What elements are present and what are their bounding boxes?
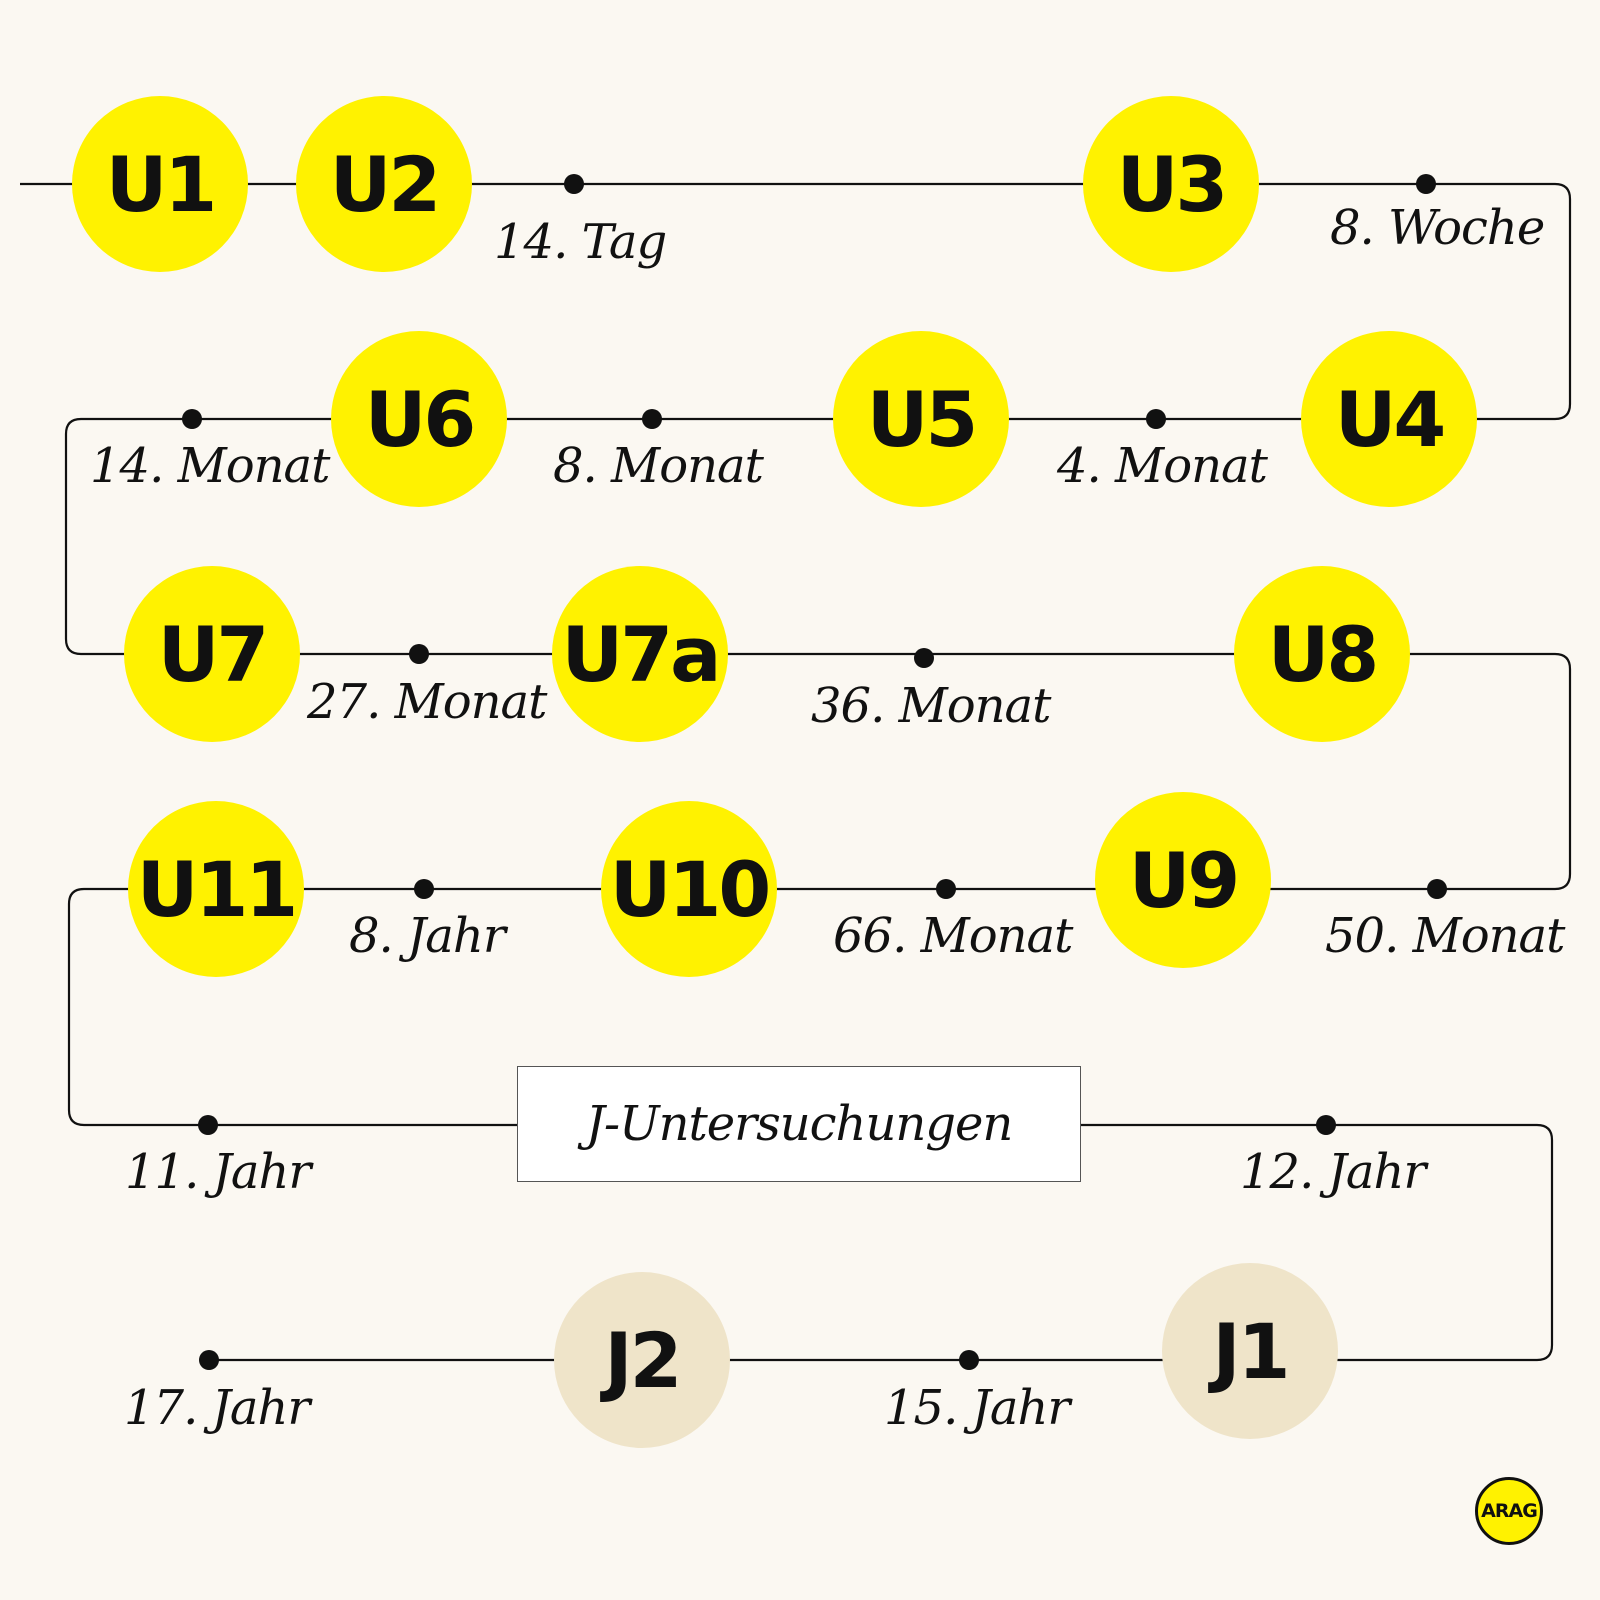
age-label-14-monat: 14. Monat (90, 438, 330, 494)
exam-u7a: U7a (552, 566, 728, 742)
exam-u9: U9 (1095, 792, 1271, 968)
age-dot (1146, 409, 1166, 429)
age-dot (1427, 879, 1447, 899)
j-section-label: J-Untersuchungen (517, 1066, 1081, 1182)
age-dot (936, 879, 956, 899)
age-dot (414, 879, 434, 899)
age-label-8-jahr: 8. Jahr (349, 908, 506, 964)
age-dot (959, 1350, 979, 1370)
exam-u5: U5 (833, 331, 1009, 507)
age-label-4-monat: 4. Monat (1057, 438, 1268, 494)
age-label-11-jahr: 11. Jahr (125, 1144, 311, 1200)
age-label-8-woche: 8. Woche (1330, 200, 1545, 256)
exam-u6: U6 (331, 331, 507, 507)
arag-logo: ARAG (1475, 1477, 1543, 1545)
age-dot (182, 409, 202, 429)
exam-u1: U1 (72, 96, 248, 272)
age-label-27-monat: 27. Monat (307, 674, 547, 730)
exam-u3: U3 (1083, 96, 1259, 272)
exam-u8: U8 (1234, 566, 1410, 742)
age-dot (409, 644, 429, 664)
age-dot (564, 174, 584, 194)
age-dot (1416, 174, 1436, 194)
age-dot (1316, 1115, 1336, 1135)
age-dot (198, 1115, 218, 1135)
age-label-50-monat: 50. Monat (1325, 908, 1565, 964)
age-dot (642, 409, 662, 429)
exam-u11: U11 (128, 801, 304, 977)
exam-j2: J2 (554, 1272, 730, 1448)
exam-u7: U7 (124, 566, 300, 742)
age-label-36-monat: 36. Monat (811, 678, 1051, 734)
age-label-14-tag: 14. Tag (494, 214, 667, 270)
exam-u2: U2 (296, 96, 472, 272)
age-label-15-jahr: 15. Jahr (884, 1380, 1070, 1436)
exam-j1: J1 (1162, 1263, 1338, 1439)
exam-u10: U10 (601, 801, 777, 977)
age-dot (914, 648, 934, 668)
age-label-8-monat: 8. Monat (553, 438, 764, 494)
age-label-12-jahr: 12. Jahr (1240, 1144, 1426, 1200)
exam-u4: U4 (1301, 331, 1477, 507)
age-label-66-monat: 66. Monat (833, 908, 1073, 964)
age-label-17-jahr: 17. Jahr (124, 1380, 310, 1436)
age-dot (199, 1350, 219, 1370)
